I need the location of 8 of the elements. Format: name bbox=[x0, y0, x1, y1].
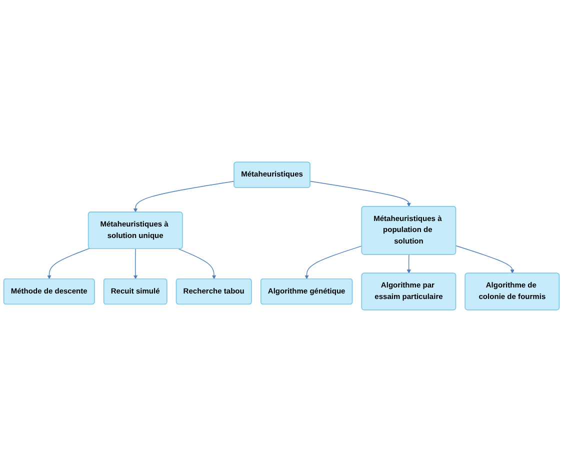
arrow bbox=[47, 248, 90, 280]
arrow bbox=[310, 180, 411, 207]
arrow bbox=[456, 245, 514, 274]
arrow bbox=[178, 248, 216, 280]
arrow bbox=[304, 246, 362, 280]
arrow bbox=[406, 254, 411, 274]
arrow bbox=[133, 248, 138, 280]
arrow bbox=[133, 180, 235, 212]
